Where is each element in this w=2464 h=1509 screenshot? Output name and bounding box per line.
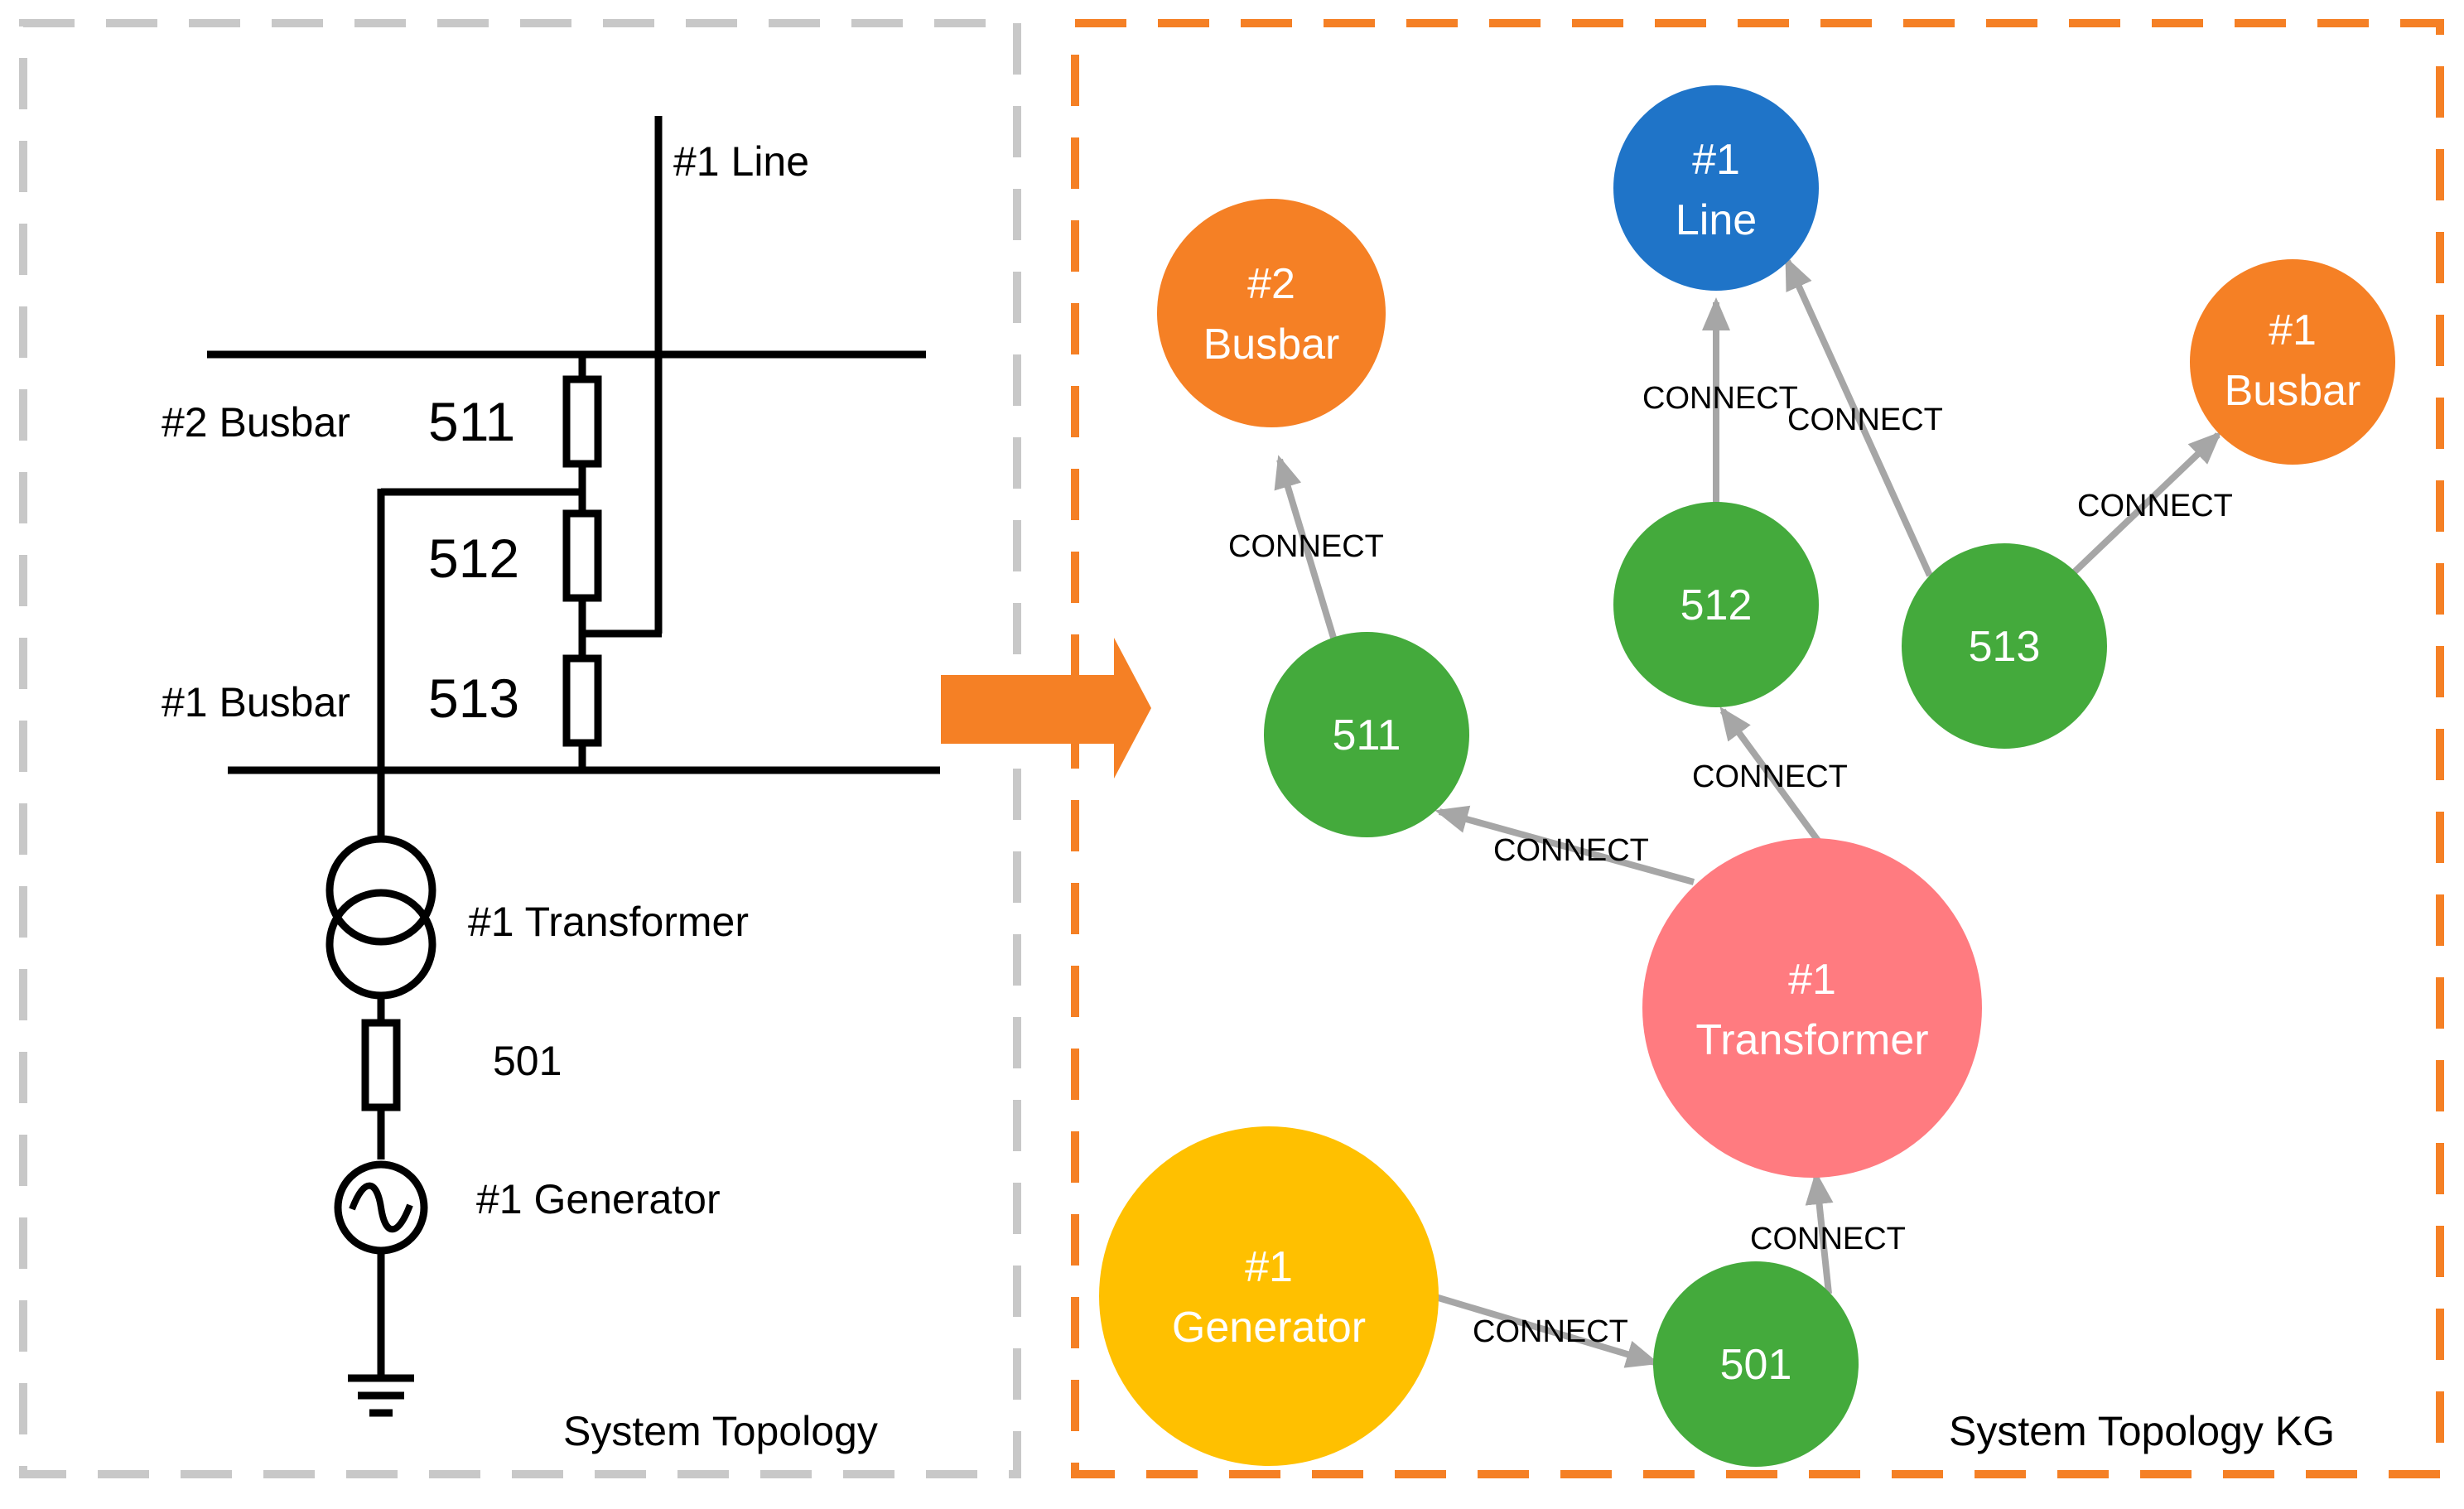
node-513-label: 513 bbox=[1969, 623, 2041, 671]
right-panel-caption: System Topology KG bbox=[1949, 1408, 2335, 1454]
node-generator-circle[interactable] bbox=[1099, 1126, 1439, 1466]
edge-generator-501 bbox=[1431, 1293, 1660, 1368]
node-busbar2-circle[interactable] bbox=[1157, 199, 1386, 427]
edge-label-513-line: CONNECT bbox=[1787, 403, 1943, 437]
node-transformer-circle[interactable] bbox=[1642, 838, 1982, 1178]
single-line-schematic bbox=[207, 116, 940, 1417]
node-line1-circle[interactable] bbox=[1613, 85, 1819, 291]
breaker-511-label: 511 bbox=[428, 391, 515, 452]
node-busbar2-line2: Busbar bbox=[1203, 321, 1340, 369]
generator-label: #1 Generator bbox=[476, 1176, 721, 1222]
kg-edge-labels: CONNECT CONNECT CONNECT CONNECT CONNECT … bbox=[1228, 381, 2233, 1349]
edge-label-transformer-511: CONNECT bbox=[1493, 833, 1649, 868]
edge-label-transformer-512: CONNECT bbox=[1692, 759, 1848, 794]
edge-513-busbar1 bbox=[2068, 431, 2222, 578]
transformer-label: #1 Transformer bbox=[468, 899, 749, 945]
kg-node-511[interactable]: 511 bbox=[1264, 632, 1469, 837]
node-501-circle[interactable] bbox=[1653, 1261, 1859, 1467]
edge-511-busbar2 bbox=[1274, 455, 1337, 639]
transform-arrow bbox=[941, 638, 1151, 779]
kg-node-line1[interactable]: #1 Line bbox=[1613, 85, 1819, 291]
node-line1-line2: Line bbox=[1676, 196, 1757, 244]
edge-transformer-512 bbox=[1719, 706, 1821, 843]
kg-node-513[interactable]: 513 bbox=[1902, 543, 2107, 749]
edge-501-transformer bbox=[1805, 1171, 1834, 1294]
breaker-512-label: 512 bbox=[428, 528, 519, 589]
left-panel-border bbox=[19, 19, 1021, 1478]
node-busbar1-line1: #1 bbox=[2269, 306, 2317, 354]
busbar-2-label: #2 Busbar bbox=[162, 399, 350, 446]
left-panel-caption: System Topology bbox=[563, 1408, 878, 1454]
busbar-1-label: #1 Busbar bbox=[162, 679, 350, 726]
node-busbar1-line2: Busbar bbox=[2225, 367, 2361, 415]
breaker-512-symbol bbox=[562, 509, 602, 602]
kg-node-busbar2[interactable]: #2 Busbar bbox=[1157, 199, 1386, 427]
node-transformer-line1: #1 bbox=[1788, 956, 1836, 1004]
node-transformer-line2: Transformer bbox=[1695, 1016, 1928, 1064]
kg-node-501[interactable]: 501 bbox=[1653, 1261, 1859, 1467]
node-busbar1-circle[interactable] bbox=[2190, 259, 2395, 465]
edge-transformer-511 bbox=[1435, 805, 1695, 885]
breaker-501-symbol bbox=[361, 1019, 401, 1111]
breaker-513-symbol bbox=[562, 654, 602, 747]
node-512-circle[interactable] bbox=[1613, 502, 1819, 707]
node-513-circle[interactable] bbox=[1902, 543, 2107, 749]
edge-label-513-busbar1: CONNECT bbox=[2077, 489, 2233, 523]
edge-label-generator-501: CONNECT bbox=[1473, 1314, 1628, 1349]
generator-sine-icon bbox=[349, 1182, 413, 1233]
edge-label-512-line: CONNECT bbox=[1642, 381, 1798, 416]
kg-node-busbar1[interactable]: #1 Busbar bbox=[2190, 259, 2395, 465]
node-generator-line2: Generator bbox=[1172, 1304, 1366, 1352]
kg-edges bbox=[1274, 256, 2222, 1368]
transformer-winding-upper bbox=[325, 835, 436, 946]
node-generator-line1: #1 bbox=[1245, 1243, 1293, 1291]
node-511-label: 511 bbox=[1333, 711, 1401, 759]
edge-label-501-transformer: CONNECT bbox=[1750, 1222, 1906, 1256]
kg-node-transformer[interactable]: #1 Transformer bbox=[1642, 838, 1982, 1178]
node-busbar2-line1: #2 bbox=[1247, 260, 1295, 308]
right-panel-border bbox=[1071, 19, 2444, 1478]
breaker-501-label: 501 bbox=[493, 1038, 562, 1084]
node-511-circle[interactable] bbox=[1264, 632, 1469, 837]
kg-node-512[interactable]: 512 bbox=[1613, 502, 1819, 707]
edge-label-511-busbar2: CONNECT bbox=[1228, 529, 1384, 564]
kg-node-generator[interactable]: #1 Generator bbox=[1099, 1126, 1439, 1466]
node-line1-line1: #1 bbox=[1692, 136, 1740, 184]
breaker-513-label: 513 bbox=[428, 668, 519, 729]
node-501-label: 501 bbox=[1720, 1341, 1792, 1389]
line-label: #1 Line bbox=[673, 138, 809, 185]
edge-513-line bbox=[1784, 256, 1933, 577]
breaker-511-symbol bbox=[562, 375, 602, 468]
node-512-label: 512 bbox=[1680, 581, 1753, 629]
